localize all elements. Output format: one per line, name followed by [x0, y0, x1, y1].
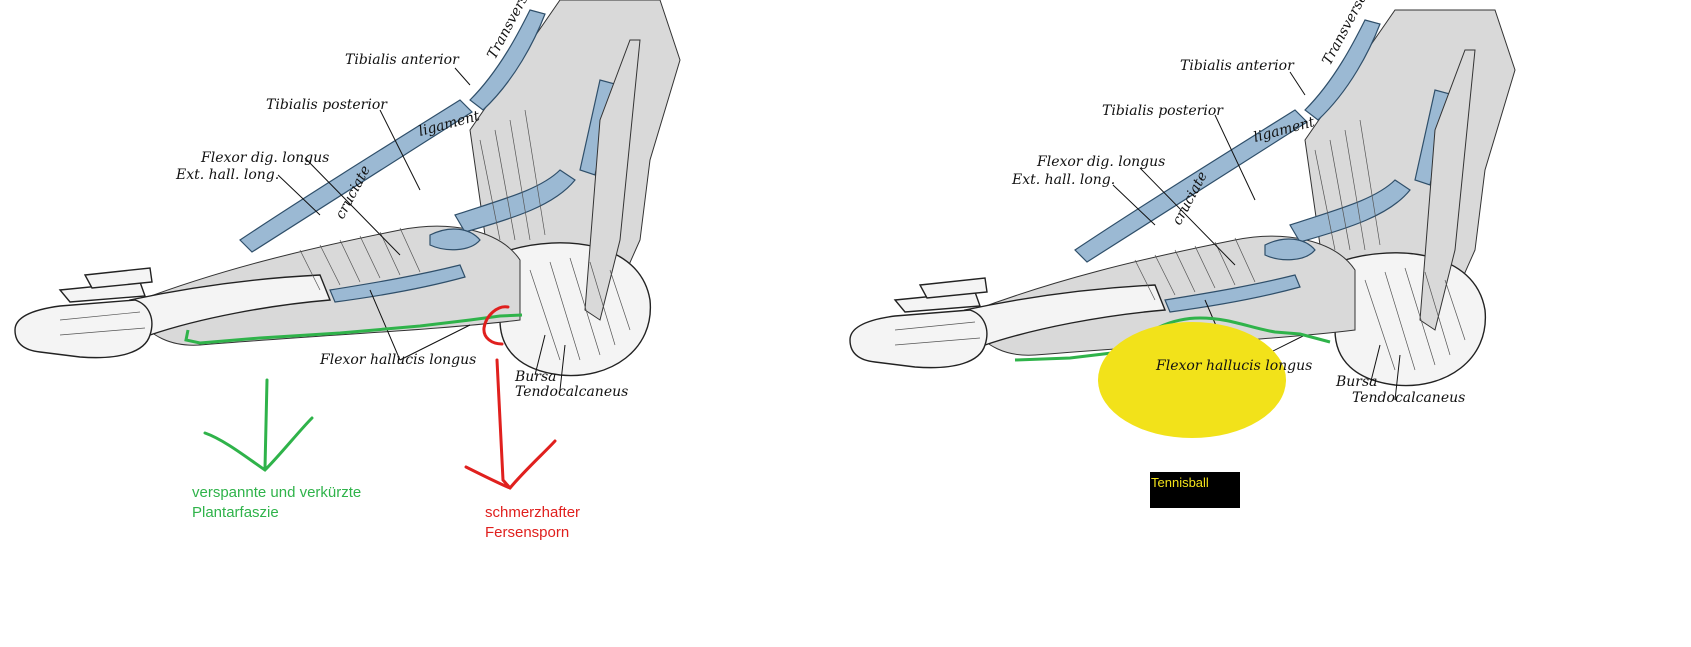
left-leader-lines	[277, 67, 566, 391]
label-flexor-dig-longus: Flexor dig. longus	[200, 150, 329, 166]
tennisball-label: Tennisball	[1151, 475, 1209, 490]
label-tibialis-anterior: Tibialis anterior	[345, 52, 460, 68]
label-tibialis-posterior: Tibialis posterior	[266, 97, 388, 113]
plantar-fascia-note-line2: Plantarfaszie	[192, 504, 279, 521]
right-label-tibialis-posterior: Tibialis posterior	[1102, 103, 1224, 119]
left-panel: Tibialis anterior Transverse ligament Ti…	[14, 0, 681, 541]
label-bursa: Bursa	[514, 369, 557, 385]
green-arrow-icon	[203, 378, 314, 472]
right-panel: Tibialis anterior Transverse ligament Ti…	[849, 0, 1516, 508]
tennisball-label-box	[1150, 472, 1240, 508]
red-arrow-icon	[464, 358, 557, 490]
plantar-fascia-note-line1: verspannte und verkürzte	[192, 484, 361, 501]
heel-spur-note-line1: schmerzhafter	[485, 504, 580, 521]
right-label-tendocalcaneus: Tendocalcaneus	[1352, 390, 1465, 406]
label-ext-hall-long: Ext. hall. long.	[175, 167, 279, 183]
right-label-flexor-dig-longus: Flexor dig. longus	[1036, 154, 1165, 170]
tennisball-shape	[1098, 322, 1286, 438]
heel-spur-note-line2: Fersensporn	[485, 524, 569, 541]
right-label-flexor-hallucis-longus: Flexor hallucis longus	[1155, 358, 1312, 374]
right-label-tibialis-anterior: Tibialis anterior	[1180, 58, 1295, 74]
label-flexor-hallucis-longus: Flexor hallucis longus	[319, 352, 476, 368]
right-label-ext-hall-long: Ext. hall. long.	[1011, 172, 1115, 188]
right-label-bursa: Bursa	[1335, 374, 1378, 390]
label-tendocalcaneus: Tendocalcaneus	[515, 384, 628, 400]
plantar-fascia-line	[184, 313, 523, 345]
heel-spur-mark	[482, 305, 510, 346]
